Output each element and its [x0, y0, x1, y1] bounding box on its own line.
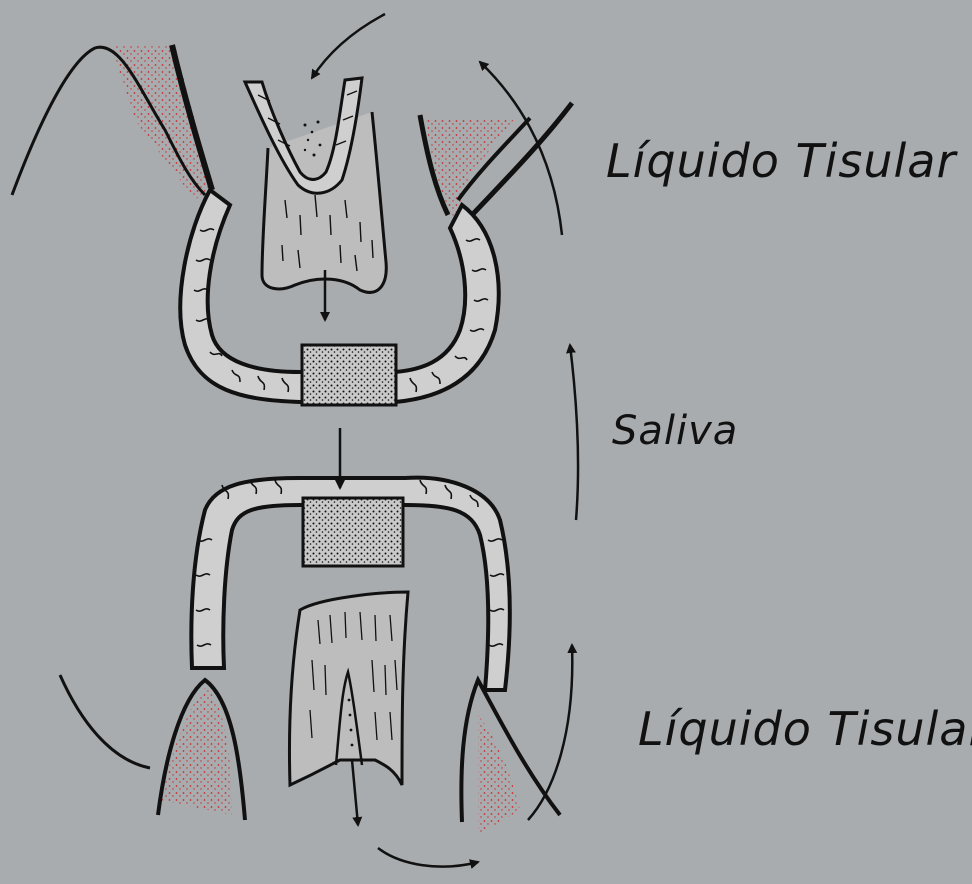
label-liquido-tisular-bottom: Líquido Tisular [638, 702, 972, 756]
lower-tooth [60, 478, 560, 835]
label-saliva: Saliva [612, 408, 738, 454]
upper-filling [302, 345, 396, 405]
arrow-right-top-curve [480, 62, 562, 235]
arrow-bottom-curve [378, 848, 478, 867]
lower-filling [303, 498, 403, 566]
arrow-saliva-up [570, 345, 578, 520]
arrow-root-down [352, 760, 358, 825]
lower-right-gingiva-stipple [478, 715, 520, 835]
upper-tooth [12, 45, 572, 405]
upper-root-canal [245, 78, 362, 193]
lower-left-gum-line [60, 675, 150, 768]
upper-right-gingiva-stipple [425, 118, 515, 218]
arrow-top-curve [312, 14, 385, 78]
arrow-lower-right-up [528, 645, 572, 820]
label-liquido-tisular-top: Líquido Tisular [606, 134, 956, 188]
